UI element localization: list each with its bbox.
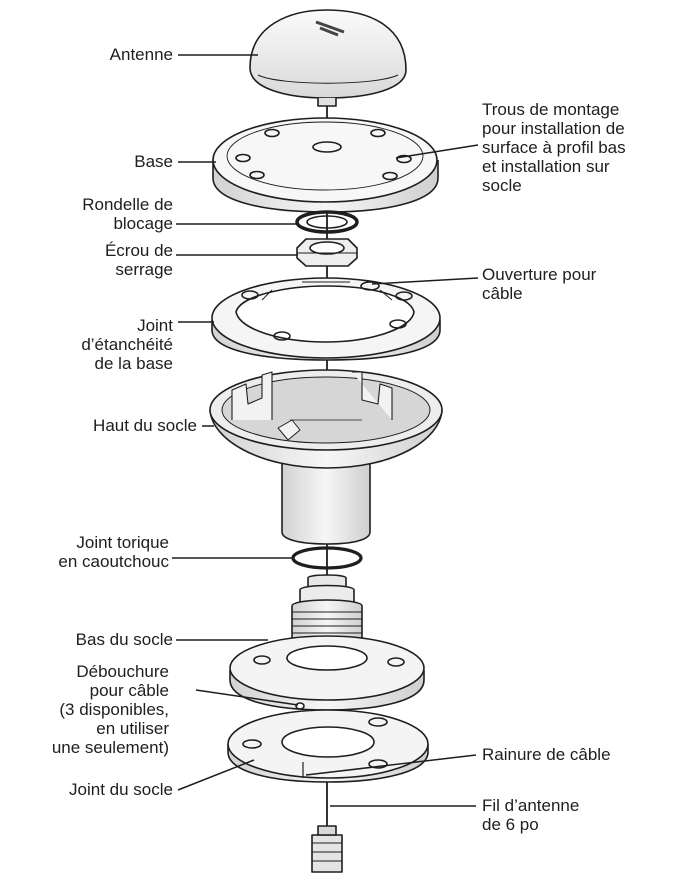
socle-hole	[253, 655, 271, 665]
socle-gasket	[227, 709, 429, 783]
leader-rainure	[305, 754, 477, 776]
gasket-hole	[389, 319, 407, 329]
antenna-logo-mark	[315, 20, 345, 37]
label-bas-socle: Bas du socle	[75, 630, 173, 649]
leader-joint-socle	[177, 759, 255, 791]
leader-debouchure	[195, 689, 299, 706]
mounting-hole	[370, 128, 386, 138]
mounting-hole	[396, 154, 412, 164]
hex-nut	[296, 238, 358, 267]
label-joint-base: Joint d’étanchéité de la base	[81, 316, 173, 373]
socle-bottom	[229, 574, 425, 711]
label-haut-socle: Haut du socle	[93, 416, 197, 435]
leader-trous	[395, 144, 479, 159]
label-base: Base	[134, 152, 173, 171]
gasket-hole	[273, 331, 291, 341]
base-center-hole	[312, 141, 342, 153]
label-rainure: Rainure de câble	[482, 745, 611, 764]
antenna-dome	[249, 9, 407, 107]
antenna-connector	[311, 825, 343, 873]
gasket-hole	[395, 291, 413, 301]
cable-opening	[360, 281, 380, 291]
label-ouverture: Ouverture pour câble	[482, 265, 597, 303]
gasket-hole	[242, 739, 262, 749]
gasket-hole	[368, 717, 388, 727]
label-fil: Fil d’antenne de 6 po	[482, 796, 580, 834]
leader-ouverture	[371, 277, 479, 285]
label-debouchure: Débouchure pour câble (3 disponibles, en…	[51, 662, 169, 757]
label-joint-socle: Joint du socle	[69, 780, 173, 799]
socle-top	[209, 369, 443, 545]
socle-hole	[387, 657, 405, 667]
mounting-hole	[382, 171, 398, 181]
label-antenne: Antenne	[109, 45, 173, 64]
label-joint-torique: Joint torique en caoutchouc	[58, 533, 169, 571]
mounting-hole	[264, 128, 280, 138]
base-plate	[212, 117, 439, 213]
mounting-hole	[235, 153, 251, 163]
leader-lines	[172, 54, 479, 807]
mounting-hole	[249, 170, 265, 180]
lock-washer	[295, 210, 359, 234]
label-ecrou: Écrou de serrage	[104, 241, 173, 279]
label-trous: Trous de montage pour installation de su…	[482, 100, 626, 195]
gasket-hole	[241, 290, 259, 300]
gasket-hole	[368, 759, 388, 769]
base-gasket	[211, 277, 441, 361]
cable-knockout	[295, 702, 305, 710]
label-rondelle: Rondelle de blocage	[82, 195, 173, 233]
